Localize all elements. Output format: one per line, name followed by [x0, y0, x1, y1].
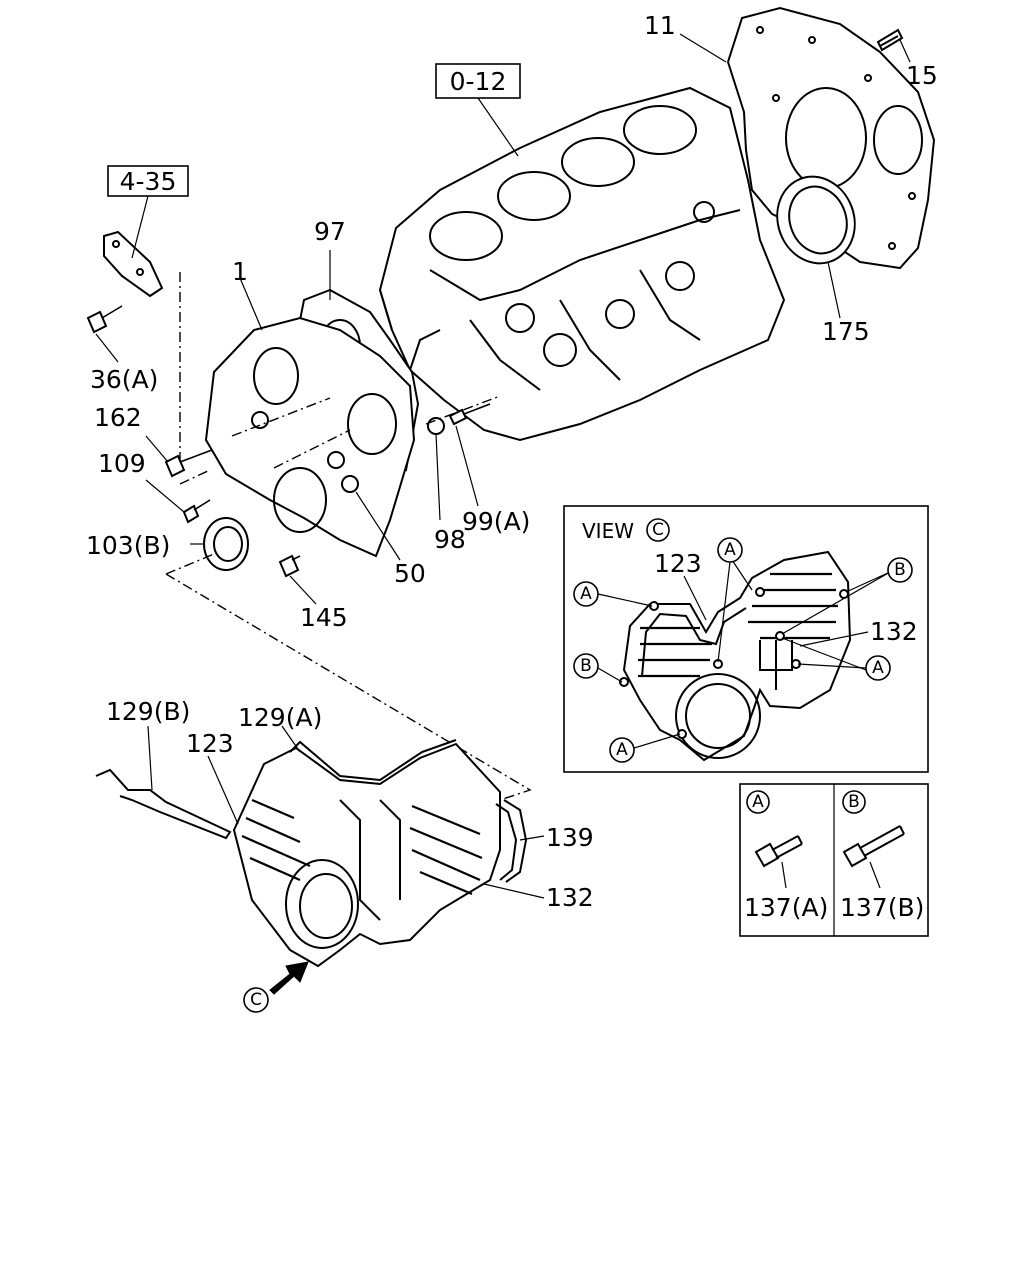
ref-0-12-label: 0-12 [450, 67, 507, 96]
bracket-4-35: 4-35 [103, 165, 189, 298]
ref-box-0-12: 0-12 [435, 63, 521, 157]
label-145: 145 [300, 603, 348, 632]
bolt-145 [278, 554, 317, 605]
label-175: 175 [822, 317, 870, 346]
guide-line-bracket [179, 272, 211, 485]
view-c-arrow-letter: C [250, 990, 262, 1010]
label-162: 162 [94, 403, 142, 432]
ref-4-35-label: 4-35 [120, 167, 177, 196]
oil-seal-175 [776, 175, 856, 319]
view-c-marker-b2: B [894, 560, 906, 580]
guide-line-bolts [231, 395, 501, 469]
label-103b: 103(B) [86, 531, 170, 560]
label-98: 98 [434, 525, 466, 554]
view-c-marker-a2: A [616, 740, 628, 760]
legend-b-part: 137(B) [840, 893, 924, 922]
view-c-marker-b1: B [580, 656, 592, 676]
legend-a-part: 137(A) [744, 893, 828, 922]
label-109: 109 [98, 449, 146, 478]
leader-132 [483, 883, 545, 899]
label-15: 15 [906, 61, 938, 90]
gasket-129b [95, 725, 232, 840]
bolt-162 [145, 435, 213, 478]
label-139: 139 [546, 823, 594, 852]
label-36a: 36(A) [90, 365, 158, 394]
seal-139 [495, 799, 545, 883]
view-c-marker-a4: A [872, 658, 884, 678]
view-c-panel: VIEW C [563, 505, 929, 773]
view-c-marker-a1: A [580, 584, 592, 604]
part-50 [341, 475, 401, 561]
view-c-title: VIEW [582, 519, 634, 543]
legend-a-letter: A [752, 792, 764, 812]
bolt-15 [876, 28, 911, 63]
bolt-36a [86, 305, 123, 363]
label-11: 11 [644, 11, 676, 40]
part-98 [427, 417, 445, 521]
front-cover-123 [207, 742, 501, 968]
timing-case-1 [204, 277, 416, 558]
view-c-label-132: 132 [870, 617, 918, 646]
label-99a: 99(A) [462, 507, 530, 536]
label-123: 123 [186, 729, 234, 758]
seal-103b [190, 517, 249, 571]
label-129b: 129(B) [106, 697, 190, 726]
bolt-109 [145, 479, 211, 524]
view-c-label-123: 123 [654, 549, 702, 578]
cylinder-block [378, 86, 786, 442]
gasket-129a [289, 739, 457, 782]
bolt-legend: A B 137(A) 137(B) [739, 783, 929, 937]
view-c-marker-a3: A [724, 540, 736, 560]
view-c-title-letter: C [652, 520, 664, 540]
label-97: 97 [314, 217, 346, 246]
legend-b-letter: B [848, 792, 860, 812]
view-c-arrow: C [243, 961, 309, 1013]
label-1: 1 [232, 257, 248, 286]
label-129a: 129(A) [238, 703, 322, 732]
label-50: 50 [394, 559, 426, 588]
label-132: 132 [546, 883, 594, 912]
guide-line-front-cover [165, 553, 532, 801]
